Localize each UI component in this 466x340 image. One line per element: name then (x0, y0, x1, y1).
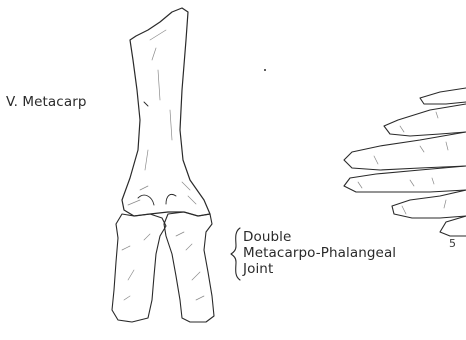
fifth-metacarpal-bone (122, 8, 210, 216)
joint-brace (231, 228, 240, 280)
right-proximal-phalanx (164, 212, 214, 322)
metacarp-pointer-line (144, 102, 148, 106)
joint-label: Double Metacarpo-Phalangeal Joint (243, 229, 396, 277)
hand-number-label: 5 (449, 238, 456, 250)
partial-hand (344, 88, 466, 236)
left-proximal-phalanx (112, 214, 166, 322)
joint-label-line3: Joint (243, 261, 396, 277)
metacarp-label: V. Metacarp (6, 94, 87, 110)
joint-label-line2: Metacarpo-Phalangeal (243, 245, 396, 261)
dot-mark (264, 69, 266, 71)
joint-label-line1: Double (243, 229, 396, 245)
